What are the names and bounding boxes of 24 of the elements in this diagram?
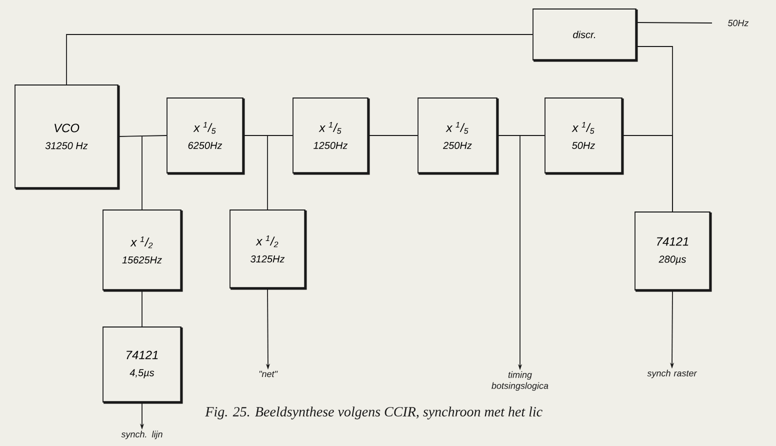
connector-line <box>66 34 533 85</box>
block-box: 74121 4,5µs <box>102 326 183 404</box>
connector-line <box>636 22 712 24</box>
block-box: 74121 280µs <box>634 212 712 292</box>
signal-label: synch. lijn <box>121 430 162 440</box>
connector-line <box>368 135 418 136</box>
block-box: x $^{1}$/$_{5}$ 1250Hz <box>292 98 370 175</box>
figure-caption: Fig. 25. Beeldsynthese volgens CCIR, synchroon met het lic <box>205 406 542 420</box>
signal-label: 50Hz <box>728 20 749 26</box>
block-box: x $^{1}$/$_{2}$ 3125Hz <box>230 210 307 290</box>
block-box: discr. <box>532 8 638 62</box>
connector-line <box>497 135 545 136</box>
block-box: VCO 31250 Hz <box>14 84 120 190</box>
block-box: x $^{1}$/$_{2}$ 15625Hz <box>102 210 183 292</box>
connector-line <box>267 135 268 210</box>
block-box: x $^{1}$/$_{5}$ 50Hz <box>544 98 624 175</box>
block-box: x $^{1}$/$_{5}$ 250Hz <box>418 98 499 175</box>
connector-line <box>243 135 293 136</box>
connector-line <box>636 46 673 212</box>
signal-label: "net" <box>259 370 278 378</box>
block-box: x $^{1}$/$_{5}$ 6250Hz <box>166 98 245 175</box>
signal-label: timing botsingslogica <box>492 371 548 391</box>
connector-line <box>118 135 167 137</box>
signal-label: synch raster <box>647 370 698 378</box>
